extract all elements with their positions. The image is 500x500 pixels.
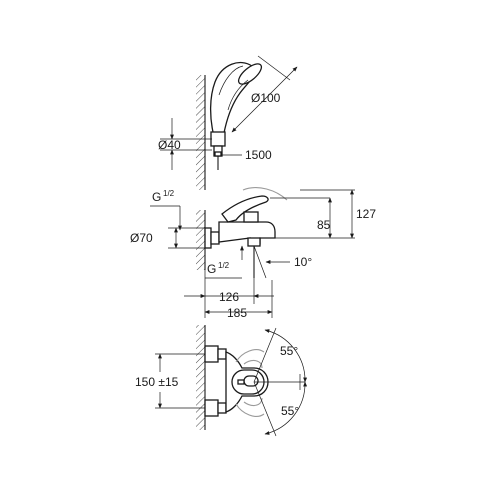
mixer-front-view: 55° 55° 150 ±15 [135, 325, 308, 437]
angle-arc-bottom [264, 381, 308, 435]
label-head-diameter: Ø100 [251, 91, 281, 105]
dim-line-head-diameter [231, 66, 298, 133]
shower-holder [210, 131, 226, 170]
label-depth-126: 126 [219, 290, 239, 304]
label-spout-angle: 10° [294, 255, 312, 269]
label-height-127: 127 [356, 207, 376, 221]
dim-ext-head [257, 55, 291, 81]
mixer-side-view: G 1/2 Ø70 G 1/2 10° 85 127 126 [130, 187, 376, 320]
connector-top [204, 345, 227, 363]
rosette [204, 227, 220, 249]
label-rosette-diameter: Ø70 [130, 231, 153, 245]
label-hose-diameter: Ø40 [158, 138, 181, 152]
wall-hatch [196, 210, 205, 270]
lever-positions [235, 349, 265, 417]
label-thread-bottom-g: G [207, 262, 216, 276]
label-centers: 150 ±15 [135, 375, 179, 389]
label-thread-top-g: G [152, 190, 161, 204]
wall-hatch [196, 325, 205, 430]
mixer-body [218, 221, 276, 247]
label-angle-bottom: 55° [281, 404, 299, 418]
wall-hatch [196, 75, 205, 190]
spout-angle-line [253, 245, 267, 279]
label-angle-top: 55° [280, 344, 298, 358]
mixer-lever [221, 195, 269, 223]
label-depth-185: 185 [227, 306, 247, 320]
angle-arc-top [264, 329, 308, 383]
label-thread-top-frac: 1/2 [163, 189, 175, 198]
hand-shower-view: Ø100 Ø40 1500 [158, 55, 298, 190]
label-height-85: 85 [317, 218, 331, 232]
label-hose-length: 1500 [245, 148, 272, 162]
connector-bottom [204, 399, 227, 417]
lever-swing-arc [242, 187, 288, 201]
label-thread-bottom-frac: 1/2 [218, 261, 230, 270]
